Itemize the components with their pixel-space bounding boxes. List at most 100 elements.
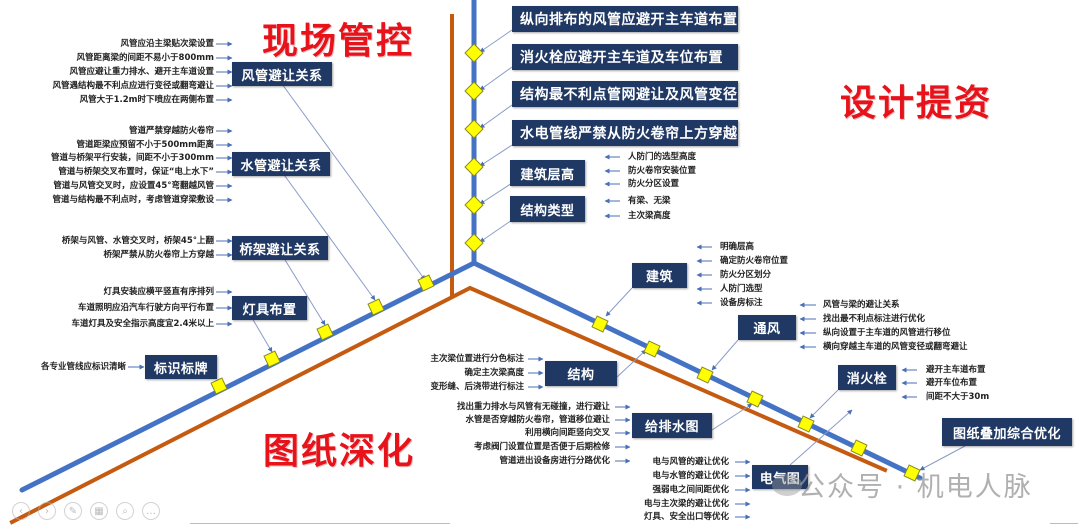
note-arch-4: 设备房标注	[720, 298, 763, 308]
box-rule-3: 水电管线严禁从防火卷帘上方穿越	[512, 120, 738, 146]
note-arch-3: 人防门选型	[720, 284, 763, 294]
note-water-3: 管道与桥架交叉布置时，保证“电上水下”	[58, 167, 214, 177]
note-lighting-0: 灯具安装应横平竖直有序排列	[103, 287, 214, 297]
box-ventilation: 通风	[738, 315, 796, 340]
box-structure: 结构	[545, 361, 617, 386]
diamond-marker	[417, 274, 435, 292]
note-vent-3: 横向穿越主车道的风管变径或翻弯避让	[823, 342, 968, 352]
connector-lines	[251, 29, 966, 471]
more-icon[interactable]: …	[142, 502, 160, 520]
box-water-avoidance: 水管避让关系	[232, 152, 330, 176]
box-rule-2: 结构最不利点管网避让及风管变径	[512, 81, 738, 107]
pen-icon[interactable]: ✎	[64, 502, 82, 520]
note-signage-0: 各专业管线应标识清晰	[40, 362, 126, 372]
title-drawing-deepening: 图纸深化	[263, 431, 416, 472]
orange-divider-lines	[9, 14, 888, 525]
note-bh-1: 防火卷帘安装位置	[628, 166, 697, 176]
note-st-0: 有梁、无梁	[628, 196, 671, 206]
milestone-diamonds	[210, 43, 921, 482]
diamond-marker	[591, 315, 609, 333]
note-struct-2: 变形缝、后浇带进行标注	[430, 382, 524, 392]
box-structure-type: 结构类型	[510, 196, 585, 222]
note-duct-2: 风管应避让重力排水、避开主车道设置	[69, 67, 214, 77]
note-plumb-4: 管道进出设备房进行分路优化	[499, 456, 610, 466]
bottom-divider-right	[1050, 523, 1078, 524]
note-water-0: 管道严禁穿越防火卷帘	[128, 126, 214, 136]
note-struct-1: 确定主次梁高度	[464, 368, 524, 378]
note-tray-1: 桥架严禁从防火卷帘上方穿越	[103, 250, 214, 260]
note-vent-1: 找出最不利点标注进行优化	[823, 314, 926, 324]
watermark: 公众号 · 机电人脉	[798, 472, 1033, 503]
zoom-icon[interactable]: ⌕	[116, 502, 134, 520]
box-hydrant: 消火栓	[838, 365, 896, 390]
note-st-1: 主次梁高度	[628, 211, 671, 221]
note-elec-3: 电与主次梁的避让优化	[643, 499, 729, 509]
title-design-input: 设计提资	[840, 83, 993, 124]
note-duct-0: 风管应沿主梁贴次梁设置	[120, 39, 214, 49]
diamond-marker	[367, 298, 385, 316]
note-plumb-3: 考虑阀门设置位置是否便于后期检修	[473, 442, 610, 452]
note-elec-2: 强弱电之间间距优化	[652, 485, 729, 495]
note-hyd-2: 间距不大于30m	[926, 392, 990, 402]
diamond-marker	[464, 119, 484, 139]
note-elec-1: 电与水管的避让优化	[652, 471, 729, 481]
note-lighting-2: 车道灯具及安全指示高度宜2.4米以上	[71, 319, 214, 329]
note-arch-0: 明确层高	[720, 242, 755, 252]
box-rule-0: 纵向排布的风管应避开主车道布置	[512, 6, 738, 32]
diamond-marker	[850, 439, 868, 457]
box-overlay-optimization: 图纸叠加综合优化	[942, 418, 1072, 446]
diamond-marker	[464, 157, 484, 177]
diamond-marker	[464, 233, 484, 253]
note-water-4: 管道与风管交叉时，应设置45°弯翻越风管	[53, 181, 214, 191]
box-architecture: 建筑	[632, 263, 687, 288]
note-water-1: 管道距梁应预留不小于500mm距离	[76, 140, 214, 150]
note-plumb-2: 利用横向间距竖向交叉	[524, 428, 610, 438]
diamond-marker	[903, 464, 921, 482]
diamond-marker	[643, 340, 661, 358]
note-bh-2: 防火分区设置	[628, 179, 680, 189]
note-elec-0: 电与风管的避让优化	[652, 457, 729, 467]
diamond-marker	[464, 43, 484, 63]
note-duct-1: 风管距离梁的间距不易小于800mm	[76, 53, 214, 63]
slides-icon[interactable]: ▦	[90, 502, 108, 520]
note-plumb-1: 水管是否穿越防火卷帘，管道移位避让	[465, 415, 610, 425]
note-struct-0: 主次梁位置进行分色标注	[430, 354, 524, 364]
diamond-marker	[464, 81, 484, 101]
note-hyd-1: 避开车位布置	[926, 378, 978, 388]
note-vent-0: 风管与梁的避让关系	[823, 300, 900, 310]
box-plumbing: 给排水图	[632, 413, 712, 438]
note-arrows	[128, 41, 917, 520]
diamond-marker	[263, 350, 281, 368]
box-rule-1: 消火栓应避开主车道及车位布置	[512, 44, 738, 70]
bottom-divider	[190, 523, 450, 524]
wechat-icon	[772, 474, 802, 496]
box-tray-avoidance: 桥架避让关系	[232, 236, 328, 260]
note-elec-4: 灯具、安全出口等优化	[643, 512, 729, 522]
note-water-5: 管道与结构最不利点时，考虑管道穿梁敷设	[52, 195, 214, 205]
diamond-marker	[464, 195, 484, 215]
note-plumb-0: 找出重力排水与风管有无碰撞，进行避让	[456, 402, 610, 412]
diamond-marker	[316, 323, 334, 341]
box-duct-avoidance: 风管避让关系	[232, 62, 332, 86]
note-bh-0: 人防门的选型高度	[628, 152, 697, 162]
note-hyd-0: 避开主车道布置	[926, 365, 986, 375]
prev-slide-icon[interactable]: ‹	[12, 502, 30, 520]
note-vent-2: 纵向设置于主车道的风管进行移位	[823, 328, 951, 338]
note-arch-1: 确定防火卷帘位置	[720, 256, 789, 266]
box-signage: 标识标牌	[145, 355, 217, 379]
note-arch-2: 防火分区划分	[720, 270, 772, 280]
note-lighting-1: 车道照明应沿汽车行驶方向平行布置	[77, 303, 214, 313]
diamond-marker	[746, 390, 764, 408]
diamond-marker	[797, 415, 815, 433]
note-duct-3: 风管遇结构最不利点应进行变径或翻弯避让	[52, 81, 214, 91]
note-water-2: 管道与桥架平行安装，间距不小于300mm	[51, 153, 214, 163]
next-slide-icon[interactable]: ›	[38, 502, 56, 520]
title-site-control: 现场管控	[262, 21, 415, 62]
diamond-marker	[210, 377, 228, 395]
box-building-height: 建筑层高	[510, 160, 585, 186]
note-duct-4: 风管大于1.2m时下喷应在两侧布置	[79, 95, 214, 105]
diamond-marker	[696, 366, 714, 384]
box-lighting: 灯具布置	[232, 296, 307, 320]
